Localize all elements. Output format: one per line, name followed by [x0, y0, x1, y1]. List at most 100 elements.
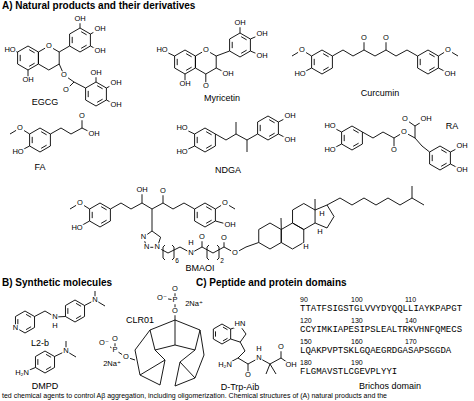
atom-label: 2Na⁺ — [184, 300, 204, 308]
bond-line — [70, 28, 91, 52]
bond-line — [157, 243, 258, 254]
bond-line — [232, 42, 233, 48]
bond-line — [72, 37, 73, 43]
atom-label: OH — [89, 69, 102, 77]
atom-label: HO — [175, 124, 188, 132]
atom-label: HO — [175, 148, 188, 156]
bond-line — [81, 45, 86, 48]
residue-number: 150 — [300, 338, 312, 345]
bond-line — [312, 50, 333, 74]
atom-label: O — [444, 46, 452, 54]
bond-line — [197, 212, 198, 218]
atom-label: HN — [234, 320, 247, 328]
bond-line — [293, 204, 316, 230]
bond-line — [67, 308, 68, 314]
atom-label: OH — [221, 70, 234, 78]
section-heading: C) Peptide and protein domains — [196, 278, 347, 288]
bond-line — [30, 128, 51, 152]
bond-line — [259, 223, 282, 249]
atom-label: P — [171, 296, 178, 304]
bond-line — [269, 133, 274, 136]
bond-line — [223, 327, 228, 330]
atom-label: H₂N — [14, 369, 30, 377]
atom-label: O — [62, 86, 70, 94]
bond-line — [241, 50, 246, 53]
atom-label: O — [401, 115, 409, 123]
atom-label: O — [202, 82, 210, 90]
atom-label: OH — [135, 186, 148, 194]
bond-line — [35, 311, 66, 317]
atom-label: OH — [255, 30, 268, 38]
bond-line — [418, 50, 439, 74]
bond-line — [327, 198, 424, 205]
bond-line — [429, 67, 434, 70]
compound-name: L2-b — [31, 339, 49, 348]
residue-number: 110 — [405, 296, 416, 303]
atom-label: OH — [283, 112, 296, 120]
atom-label: N — [187, 249, 194, 257]
atom-label: HO — [70, 224, 83, 232]
bond-line — [97, 99, 102, 102]
bond-line — [65, 300, 84, 322]
bond-line — [180, 362, 195, 378]
atom-label: O⁻ — [98, 339, 110, 347]
bond-line — [186, 67, 191, 70]
atom-label: OH — [87, 130, 100, 138]
bond-line — [18, 46, 39, 70]
atom-label: H — [51, 322, 58, 330]
bond-line — [26, 314, 31, 317]
compound-name: Curcumin — [361, 89, 400, 98]
bond-line — [216, 51, 229, 56]
bond-line — [323, 54, 328, 57]
atom-label: N — [140, 233, 147, 241]
bond-line — [175, 50, 196, 74]
bond-line — [353, 143, 358, 146]
atom-label: O — [45, 42, 53, 50]
atom-label: O — [400, 128, 408, 136]
atom-label: OH — [21, 76, 34, 84]
atom-label: OH — [233, 19, 246, 27]
bond-line — [92, 212, 93, 218]
atom-label: O — [60, 71, 68, 79]
repeat-subscript: 6 — [175, 258, 179, 265]
atom-label: OH — [223, 221, 236, 229]
atom-label: O — [390, 146, 398, 154]
bond-line — [81, 32, 86, 35]
bond-line — [163, 245, 165, 260]
sequence-line: LQAKPVPTSKLGQAEGRDGASAPSGGDA — [300, 347, 451, 356]
bond-line — [344, 135, 345, 141]
bond-line — [59, 46, 69, 52]
atom-label: HO — [3, 46, 16, 54]
atom-label: OH — [93, 25, 106, 33]
bond-line — [97, 86, 102, 89]
bond-line — [260, 125, 261, 131]
bond-line — [230, 33, 251, 57]
atom-label: H — [255, 345, 262, 353]
bond-line — [197, 137, 198, 143]
bond-line — [46, 367, 51, 370]
compound-name: D-Trp-Aib — [221, 383, 260, 392]
atom-label: OH — [419, 115, 432, 123]
bond-line — [314, 59, 315, 65]
bond-line — [101, 220, 106, 223]
repeat-subscript: 2 — [220, 258, 224, 265]
bond-line — [175, 320, 176, 345]
atom-label: OH — [455, 142, 468, 150]
bond-line — [412, 186, 413, 198]
bond-line — [315, 205, 334, 228]
atom-label: O — [198, 233, 206, 241]
bond-line — [236, 122, 237, 134]
atom-label: OH — [73, 15, 86, 23]
bond-line — [88, 91, 89, 97]
bond-line — [150, 320, 200, 350]
bond-line — [315, 199, 316, 210]
atom-label: O — [16, 124, 24, 132]
atom-label: HO — [293, 70, 306, 78]
residue-number: 100 — [351, 296, 363, 303]
atom-label: H — [302, 243, 309, 251]
atom-label: N — [62, 347, 69, 355]
atom-label: H₂N — [217, 361, 233, 369]
bond-line — [206, 220, 211, 223]
section-heading: B) Synthetic molecules — [2, 278, 112, 288]
compound-name: NDGA — [215, 166, 241, 175]
